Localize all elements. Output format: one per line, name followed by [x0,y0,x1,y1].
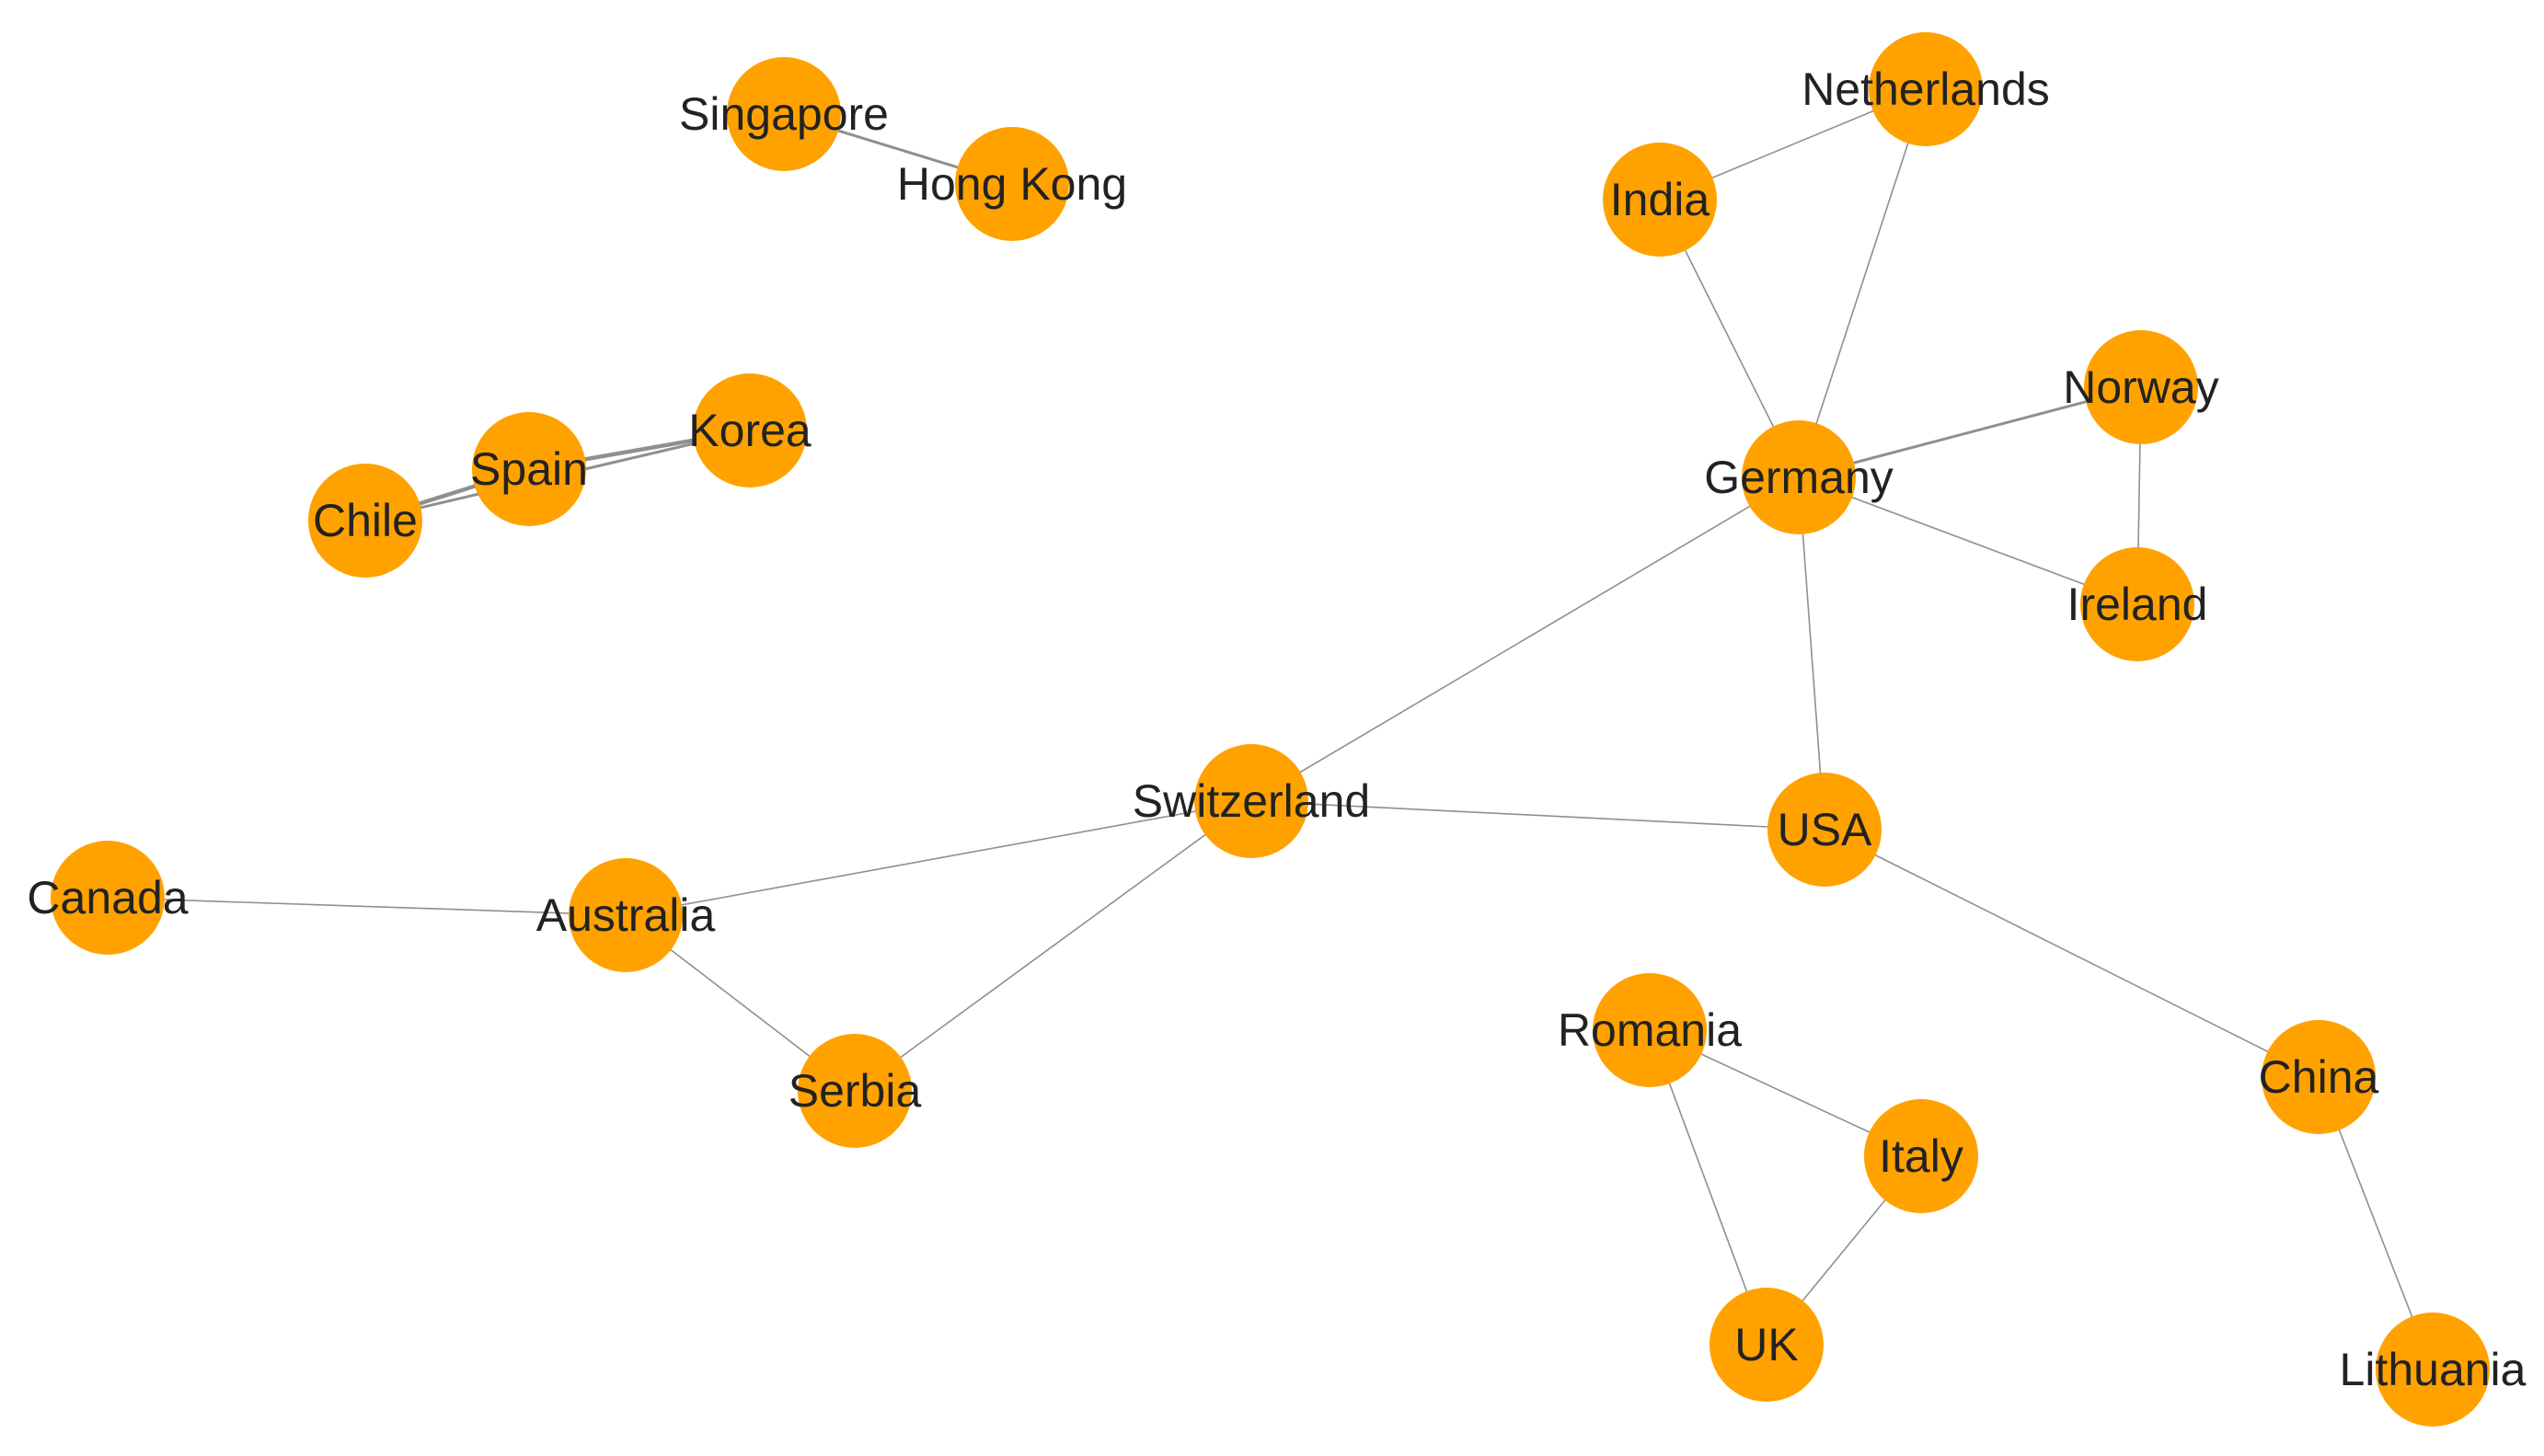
node-label-hongkong: Hong Kong [897,158,1127,210]
node-circle-singapore [727,57,841,171]
node-label-singapore: Singapore [679,88,889,140]
node-label-netherlands: Netherlands [1802,63,2050,115]
node-circle-australia [569,858,683,972]
node-hongkong: Hong Kong [897,127,1127,241]
node-china: China [2259,1020,2379,1134]
node-circle-india [1603,143,1717,257]
node-circle-italy [1864,1099,1978,1213]
node-circle-germany [1742,420,1856,534]
node-label-germany: Germany [1704,452,1894,503]
node-lithuania: Lithuania [2340,1313,2527,1427]
node-circle-norway [2084,330,2198,444]
edge-netherlands-germany [1798,88,1927,478]
node-label-canada: Canada [27,872,188,923]
node-netherlands: Netherlands [1802,32,2050,146]
node-usa: USA [1767,773,1882,887]
node-ireland: Ireland [2067,547,2208,661]
node-germany: Germany [1704,420,1894,534]
node-circle-serbia [798,1034,912,1148]
node-uk: UK [1709,1288,1824,1402]
node-label-chile: Chile [313,495,418,546]
edges-layer [107,88,2434,1370]
node-label-uk: UK [1734,1319,1798,1370]
node-circle-korea [693,373,807,487]
node-label-spain: Spain [470,443,588,495]
edge-canada-australia [107,897,627,916]
node-label-korea: Korea [688,405,812,456]
node-circle-ireland [2080,547,2194,661]
node-label-serbia: Serbia [789,1065,922,1117]
node-chile: Chile [308,464,422,578]
node-label-switzerland: Switzerland [1133,775,1370,827]
edge-switzerland-usa [1250,800,1825,831]
node-romania: Romania [1558,973,1742,1087]
edge-germany-switzerland [1250,476,1800,802]
node-singapore: Singapore [679,57,889,171]
node-label-india: India [1610,174,1710,225]
node-circle-netherlands [1869,32,1983,146]
node-australia: Australia [536,858,716,972]
node-norway: Norway [2063,330,2219,444]
node-circle-spain [472,412,586,526]
edge-usa-china [1824,829,2320,1078]
node-label-romania: Romania [1558,1004,1742,1056]
node-circle-usa [1767,773,1882,887]
edge-germany-usa [1798,476,1825,831]
node-circle-canada [51,841,165,955]
node-circle-hongkong [955,127,1069,241]
node-circle-romania [1593,973,1707,1087]
edge-switzerland-serbia [854,800,1252,1092]
node-canada: Canada [27,841,189,955]
node-label-usa: USA [1778,804,1872,855]
node-india: India [1603,143,1717,257]
node-circle-lithuania [2376,1313,2490,1427]
edge-switzerland-australia [625,800,1252,916]
node-label-china: China [2259,1051,2379,1103]
node-serbia: Serbia [789,1034,922,1148]
node-circle-chile [308,464,422,578]
node-circle-switzerland [1194,744,1308,858]
edge-germany-norway [1798,385,2142,479]
node-korea: Korea [688,373,812,487]
node-label-norway: Norway [2063,361,2218,413]
node-italy: Italy [1864,1099,1978,1213]
node-switzerland: Switzerland [1133,744,1370,858]
node-label-ireland: Ireland [2067,579,2208,630]
node-circle-china [2262,1020,2376,1134]
edge-germany-ireland [1798,476,2138,605]
node-circle-uk [1709,1288,1824,1402]
node-spain: Spain [470,412,588,526]
node-label-italy: Italy [1879,1130,1963,1182]
node-label-lithuania: Lithuania [2340,1344,2527,1395]
node-label-australia: Australia [536,889,716,941]
